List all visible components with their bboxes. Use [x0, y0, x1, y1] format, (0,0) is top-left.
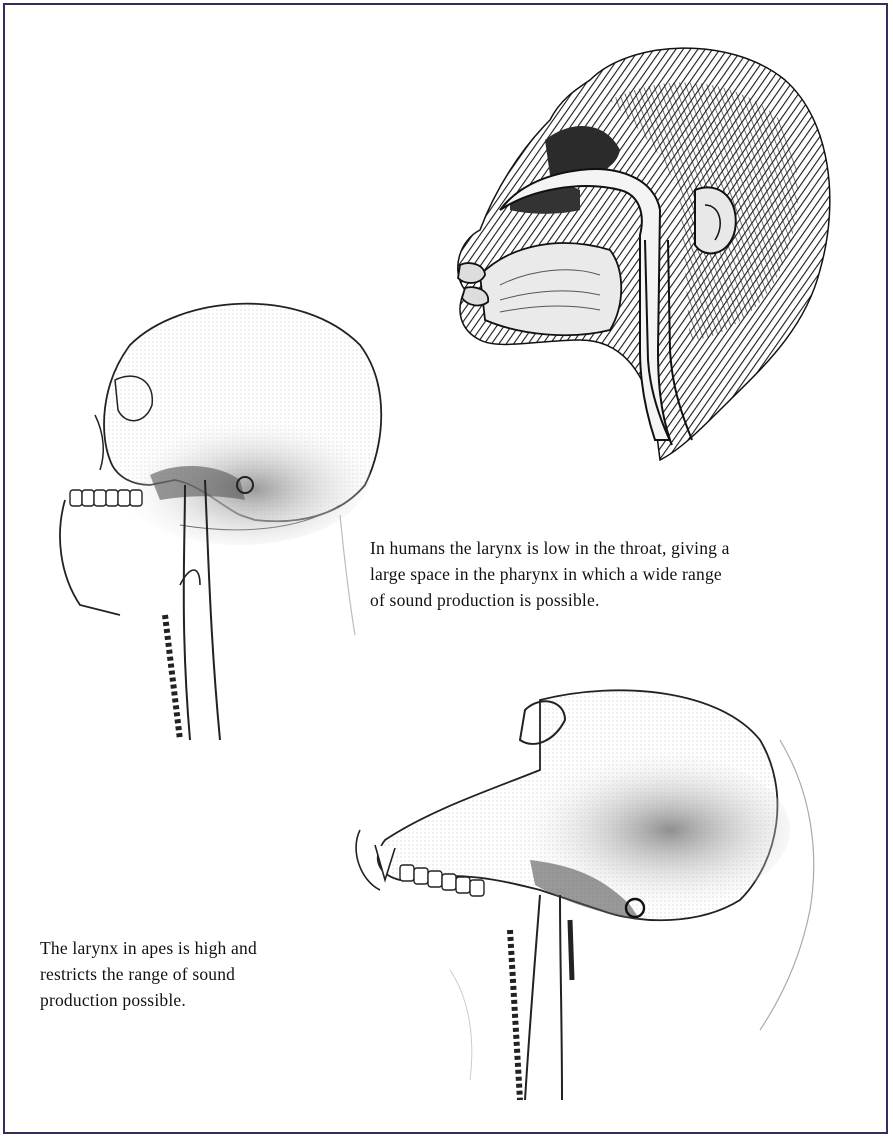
ape-skull-illustration — [340, 680, 840, 1110]
ape-larynx-caption: The larynx in apes is high and restricts… — [40, 935, 300, 1013]
chimpanzee-head-illustration — [440, 40, 840, 470]
human-skull-illustration — [40, 285, 390, 745]
human-larynx-caption: In humans the larynx is low in the throa… — [370, 535, 730, 613]
